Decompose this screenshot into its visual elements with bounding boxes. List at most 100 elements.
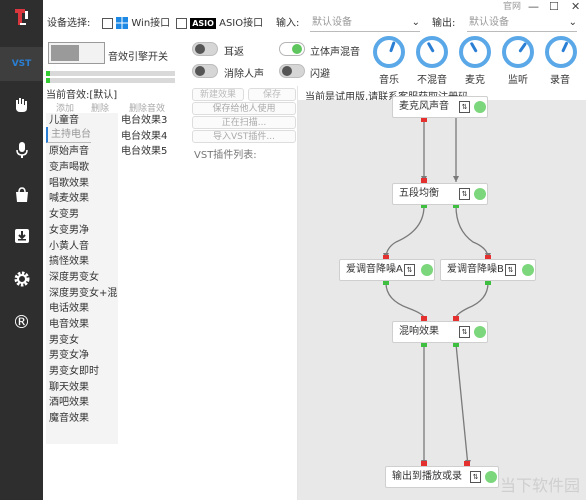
node-label: 混响效果: [399, 326, 439, 337]
asio-logo-icon: ASIO: [190, 17, 216, 29]
delete-effect-button[interactable]: 删除音效: [129, 104, 166, 114]
hand-icon[interactable]: [0, 88, 43, 122]
list-item[interactable]: 深度男变女: [49, 271, 99, 283]
registered-icon[interactable]: ®: [0, 305, 43, 339]
official-site-link[interactable]: 官网: [503, 2, 522, 12]
device-select-label: 设备选择:: [47, 18, 91, 29]
list-item[interactable]: 电台效果4: [121, 130, 168, 142]
list-item[interactable]: 深度男变女+混响: [49, 287, 118, 299]
no-mix-dial-label: 不混音: [417, 75, 447, 86]
level-meter-left: [46, 71, 175, 76]
node-label: 输出到播放或录: [392, 471, 462, 482]
status-dot-icon[interactable]: [474, 326, 486, 338]
equalizer-icon[interactable]: ⇅: [459, 326, 470, 338]
asio-interface-checkbox[interactable]: [176, 17, 187, 29]
stereo-mix-label: 立体声混音: [310, 47, 360, 58]
equalizer-icon[interactable]: ⇅: [505, 264, 516, 276]
node-label: 爱调音降噪B: [447, 264, 504, 275]
mic-volume-dial[interactable]: [459, 36, 491, 68]
node-output[interactable]: 输出到播放或录 ⇅: [385, 466, 499, 488]
import-vst-button[interactable]: 导入VST插件...: [192, 130, 296, 143]
shop-icon[interactable]: [0, 178, 43, 212]
sidebar-item-vst[interactable]: VST: [0, 47, 43, 81]
list-item[interactable]: 男变女即时: [49, 366, 99, 377]
music-volume-dial[interactable]: [373, 36, 405, 68]
list-item[interactable]: 女变男净: [49, 224, 89, 236]
list-item[interactable]: 喊麦效果: [49, 193, 89, 205]
effect-graph-canvas[interactable]: [298, 100, 586, 500]
no-mix-volume-dial[interactable]: [416, 36, 448, 68]
input-device-select[interactable]: 默认设备 ⌄: [310, 14, 420, 32]
scanning-button[interactable]: 正在扫描...: [192, 116, 296, 129]
watermark-logo: 当下软件园: [499, 476, 580, 495]
close-button[interactable]: ✕: [571, 0, 581, 13]
dodge-toggle[interactable]: [279, 64, 305, 78]
win-interface-checkbox[interactable]: [102, 17, 113, 29]
list-item[interactable]: 搞怪效果: [49, 256, 89, 268]
mic-dial-label: 麦克: [465, 75, 485, 86]
gear-icon[interactable]: [0, 262, 43, 296]
list-item[interactable]: 变声喝歌: [49, 162, 89, 174]
list-item[interactable]: 男变女: [49, 334, 79, 346]
chevron-down-icon: ⌄: [568, 17, 577, 28]
node-eq5[interactable]: 五段均衡 ⇅: [392, 183, 488, 205]
status-dot-icon[interactable]: [522, 264, 534, 276]
list-item[interactable]: 电音效果: [49, 318, 89, 330]
list-item[interactable]: 小黄人音: [49, 240, 89, 252]
effect-list: 主持电台 儿童音 其他效果 原始声音 变声喝歌 唱歌效果 喊麦效果 女变男 女变…: [46, 113, 118, 444]
new-effect-button[interactable]: 新建效果: [192, 88, 244, 101]
microphone-icon[interactable]: [0, 133, 43, 167]
download-icon[interactable]: [0, 219, 43, 253]
engine-toggle[interactable]: [48, 42, 105, 64]
node-mic-input[interactable]: 麦克风声音 ⇅: [392, 96, 488, 118]
output-device-value: 默认设备: [469, 17, 509, 28]
save-button[interactable]: 保存: [248, 88, 296, 101]
list-item[interactable]: 聊天效果: [49, 381, 89, 393]
list-item[interactable]: 男变女净: [49, 350, 89, 362]
list-item[interactable]: 儿童音: [49, 115, 79, 126]
equalizer-icon[interactable]: ⇅: [404, 264, 415, 276]
remove-vocal-label: 消除人声: [224, 69, 264, 80]
trial-notice: 当前是试用版,请联系客服获取注册码: [305, 92, 469, 103]
node-reverb[interactable]: 混响效果 ⇅: [392, 321, 488, 343]
list-item[interactable]: 酒吧效果: [49, 397, 89, 409]
save-for-others-button[interactable]: 保存给他人使用: [192, 102, 296, 115]
monitor-dial-label: 监听: [508, 75, 528, 86]
record-dial-label: 录音: [550, 75, 570, 86]
equalizer-icon[interactable]: ⇅: [459, 101, 470, 113]
maximize-button[interactable]: ☐: [549, 0, 559, 13]
list-item[interactable]: 电台效果5: [121, 146, 168, 158]
add-effect-button[interactable]: 添加: [56, 104, 75, 114]
vst-label: VST: [11, 59, 32, 69]
chevron-down-icon: ⌄: [411, 17, 420, 28]
minimize-button[interactable]: —: [528, 0, 539, 13]
node-denoise-b[interactable]: 爱调音降噪B ⇅: [440, 259, 536, 281]
delete-button[interactable]: 删除: [91, 104, 110, 114]
output-device-select[interactable]: 默认设备 ⌄: [467, 14, 577, 32]
status-dot-icon[interactable]: [421, 264, 433, 276]
list-item[interactable]: 主持电台: [46, 127, 91, 143]
output-label: 输出:: [432, 18, 456, 29]
remove-vocal-toggle[interactable]: [192, 64, 218, 78]
loopback-toggle[interactable]: [192, 42, 218, 56]
equalizer-icon[interactable]: ⇅: [459, 188, 470, 200]
node-denoise-a[interactable]: 爱调音降噪A ⇅: [339, 259, 435, 281]
monitor-volume-dial[interactable]: [502, 36, 534, 68]
record-volume-dial[interactable]: [545, 36, 577, 68]
list-item[interactable]: 原始声音: [49, 146, 89, 158]
windows-logo-icon: [116, 17, 129, 29]
list-item[interactable]: 唱歌效果: [49, 177, 89, 189]
win-interface-label: Win接口: [131, 18, 171, 29]
list-item[interactable]: 电台效果3: [121, 115, 168, 126]
list-item[interactable]: 电话效果: [49, 303, 89, 315]
status-dot-icon[interactable]: [485, 471, 497, 483]
status-dot-icon[interactable]: [474, 188, 486, 200]
list-item[interactable]: 魔音效果: [49, 413, 89, 425]
list-item[interactable]: 女变男: [49, 209, 79, 221]
stereo-mix-toggle[interactable]: [279, 42, 305, 56]
mic-logo-icon[interactable]: [0, 0, 43, 34]
node-label: 五段均衡: [399, 188, 439, 199]
status-dot-icon[interactable]: [474, 101, 486, 113]
input-device-value: 默认设备: [312, 17, 352, 28]
equalizer-icon[interactable]: ⇅: [470, 471, 481, 483]
